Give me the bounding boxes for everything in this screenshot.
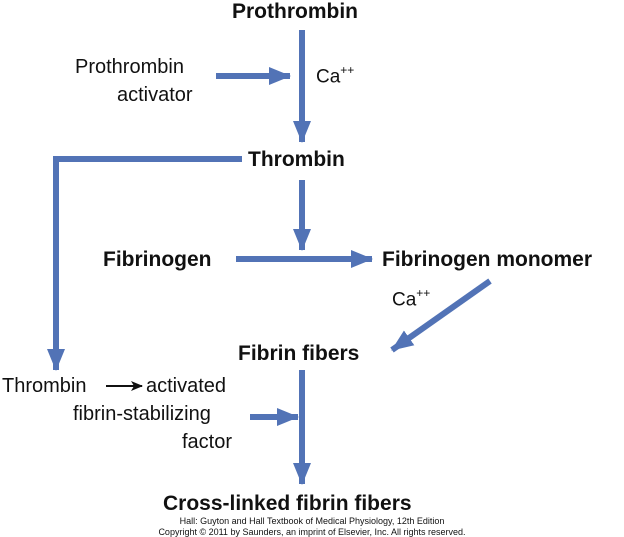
calcium-label-top: Ca++: [316, 63, 355, 88]
calcium-base: Ca: [316, 66, 341, 88]
credit-line-1: Hall: Guyton and Hall Textbook of Medica…: [179, 516, 445, 526]
node-fibrin-fibers: Fibrin fibers: [238, 342, 360, 365]
calcium-charge: ++: [416, 286, 431, 300]
node-fibrinogen: Fibrinogen: [103, 248, 212, 271]
label-prothrombin-activator-line2: activator: [117, 84, 193, 106]
calcium-base: Ca: [392, 289, 417, 311]
calcium-label-bottom: Ca++: [392, 286, 431, 311]
label-thrombin-source: Thrombin: [2, 375, 87, 397]
node-thrombin: Thrombin: [248, 148, 345, 171]
node-fibrinogen-monomer: Fibrinogen monomer: [382, 248, 592, 271]
credit-line-2: Copyright © 2011 by Saunders, an imprint…: [158, 527, 466, 537]
arrow-monomer-to-fibrin-fibers: [390, 278, 492, 353]
node-prothrombin: Prothrombin: [232, 0, 358, 23]
arrow-thrombin-branch: [47, 156, 242, 371]
credit-block: Hall: Guyton and Hall Textbook of Medica…: [0, 516, 624, 537]
label-activated: activated: [146, 375, 227, 397]
calcium-charge: ++: [340, 63, 355, 77]
label-fibrin-stabilizing: fibrin-stabilizing: [73, 403, 211, 425]
label-prothrombin-activator-line1: Prothrombin: [75, 56, 184, 78]
node-cross-linked-fibrin-fibers: Cross-linked fibrin fibers: [163, 492, 412, 515]
label-factor: factor: [182, 431, 233, 453]
